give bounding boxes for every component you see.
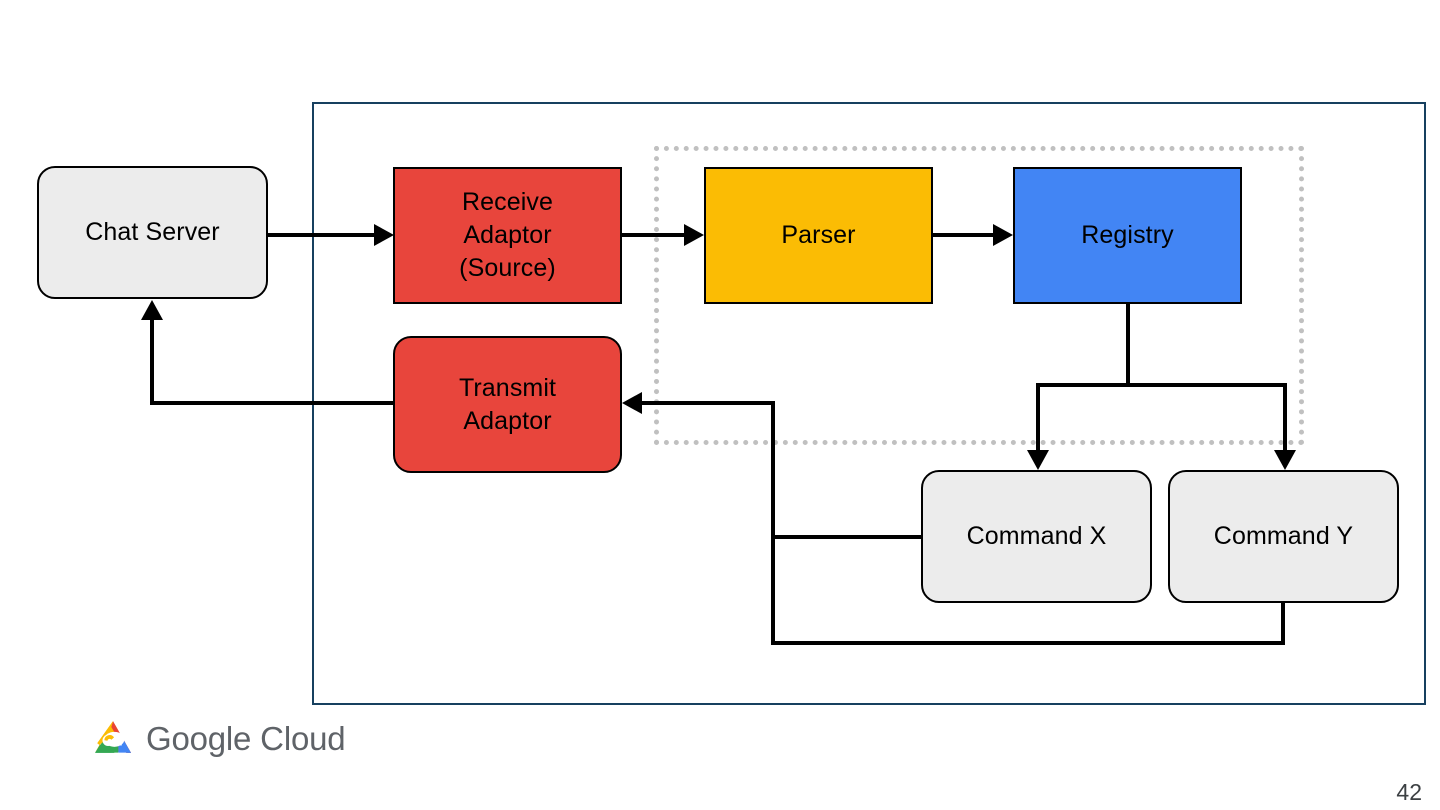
node-receive-adaptor-label: Receive Adaptor (Source) xyxy=(459,188,556,282)
arrowhead-chat-server-to-receive-adaptor xyxy=(374,224,394,246)
arrowhead-receive-adaptor-to-parser xyxy=(684,224,704,246)
edge-transmit-adaptor-riser xyxy=(150,320,154,403)
node-receive-adaptor[interactable]: Receive Adaptor (Source) xyxy=(393,167,622,304)
node-chat-server[interactable]: Chat Server xyxy=(37,166,268,299)
arrowhead-return-bus-to-transmit-adaptor xyxy=(622,392,642,414)
page-number: 42 xyxy=(1396,779,1422,805)
edge-command-y-to-return-bus xyxy=(771,641,1285,645)
node-parser-label: Parser xyxy=(781,221,856,249)
brand-word-cloud: Cloud xyxy=(251,720,346,757)
arrowhead-registry-to-command-y xyxy=(1274,450,1296,470)
brand-word-google: Google xyxy=(146,720,252,757)
google-cloud-logo-icon xyxy=(94,721,132,753)
edge-registry-split-bus xyxy=(1036,383,1287,387)
edge-registry-trunk xyxy=(1126,304,1130,387)
edge-chat-server-to-receive-adaptor xyxy=(268,233,378,237)
node-command-y[interactable]: Command Y xyxy=(1168,470,1399,603)
node-registry-label: Registry xyxy=(1081,221,1174,249)
arrowhead-parser-to-registry xyxy=(993,224,1013,246)
node-registry[interactable]: Registry xyxy=(1013,167,1242,304)
node-chat-server-label: Chat Server xyxy=(85,218,220,246)
edge-return-bus-riser xyxy=(771,401,775,645)
brand-lockup: Google Cloud xyxy=(92,718,346,760)
edge-parser-to-registry xyxy=(933,233,993,237)
node-command-y-label: Command Y xyxy=(1213,522,1354,550)
node-command-x[interactable]: Command X xyxy=(921,470,1152,603)
framework-dotted-region xyxy=(654,146,1304,445)
node-parser[interactable]: Parser xyxy=(704,167,933,304)
edge-registry-to-command-y-drop xyxy=(1283,383,1287,457)
node-transmit-adaptor-label: Transmit Adaptor xyxy=(458,373,557,435)
edge-return-bus-to-transmit-adaptor xyxy=(642,401,775,405)
edge-command-y-drop xyxy=(1281,601,1285,645)
node-command-x-label: Command X xyxy=(966,522,1107,550)
edge-receive-adaptor-to-parser xyxy=(622,233,684,237)
edge-transmit-adaptor-to-chat-server xyxy=(150,401,395,405)
node-transmit-adaptor[interactable]: Transmit Adaptor xyxy=(393,336,622,473)
edge-command-x-to-return-bus xyxy=(771,535,923,539)
arrowhead-registry-to-command-x xyxy=(1027,450,1049,470)
edge-registry-to-command-x-drop xyxy=(1036,383,1040,457)
arrowhead-transmit-adaptor-to-chat-server xyxy=(141,300,163,320)
brand-wordmark: Google Cloud xyxy=(146,720,346,758)
